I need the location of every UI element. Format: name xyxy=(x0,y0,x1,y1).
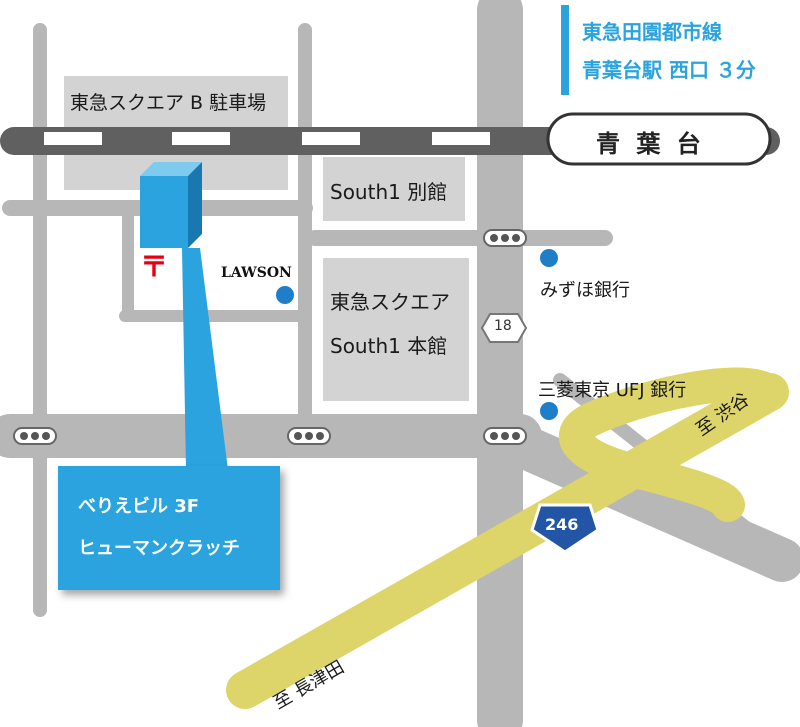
route-246-label: 246 xyxy=(545,515,579,534)
mufg-dot xyxy=(540,402,558,420)
parking-label: 東急スクエア B 駐車場 xyxy=(70,92,267,114)
lawson-dot xyxy=(276,286,294,304)
south1-annex-label: South1 別館 xyxy=(330,180,448,204)
route-246 xyxy=(226,367,789,709)
route-18-shield xyxy=(480,313,528,343)
south1-main-label-2: South1 本館 xyxy=(330,334,448,358)
road-name-pill xyxy=(546,112,772,166)
station-walk-label: 青葉台駅 西口 ３分 xyxy=(582,58,756,82)
south1-main-block xyxy=(323,258,469,401)
destination-label-1: べりえビル 3F xyxy=(78,496,200,517)
traffic-signal-lights xyxy=(20,234,520,440)
post-office-icon: 〒 xyxy=(140,250,169,283)
south1-main-label-1: 東急スクエア xyxy=(330,290,450,314)
road-name-label: 青 葉 台 xyxy=(596,130,705,158)
mufg-label: 三菱東京 UFJ 銀行 xyxy=(538,380,687,401)
callout-pointer xyxy=(182,248,228,470)
lawson-label: LAWSON xyxy=(221,265,292,281)
destination-label-2: ヒューマンクラッチ xyxy=(78,538,240,559)
mizuho-dot xyxy=(540,249,558,267)
building-icon xyxy=(140,162,202,248)
station-line-label: 東急田園都市線 xyxy=(582,20,722,44)
mizuho-label: みずほ銀行 xyxy=(540,280,630,301)
route-18-label: 18 xyxy=(494,318,512,334)
route-246-shield xyxy=(530,503,600,554)
destination-box xyxy=(58,466,280,590)
station-info-bar xyxy=(561,5,569,95)
south1-annex-block xyxy=(323,157,465,221)
